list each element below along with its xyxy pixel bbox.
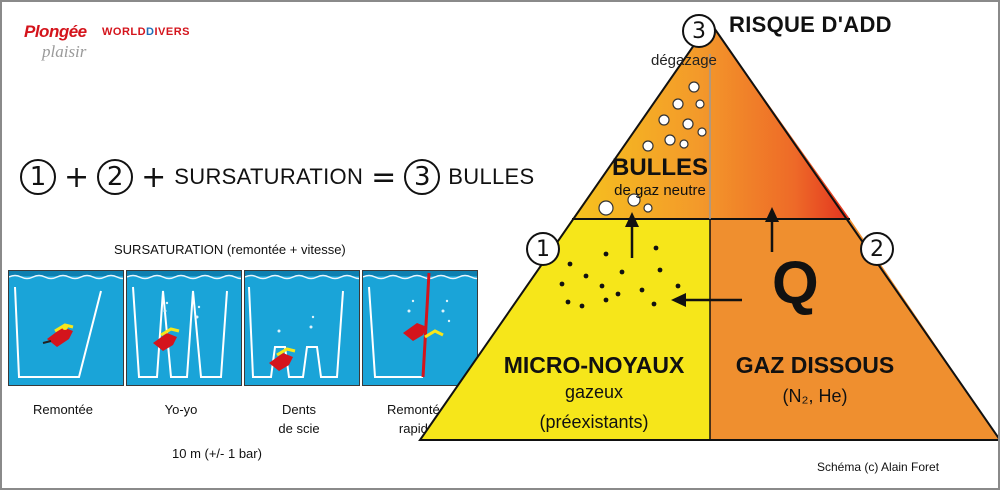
profile-panel-remontee-rapide [362, 270, 478, 386]
equation-circle-3: 3 [404, 159, 441, 195]
pyramid-title: RISQUE D'ADD [729, 12, 892, 37]
micro-noyaux-title: MICRO-NOYAUX [503, 352, 685, 378]
bulles-subtitle: de gaz neutre [614, 182, 706, 199]
profile-label-yoyo: Yo-yo [164, 402, 198, 417]
equation-term-sursaturation: SURSATURATION [174, 164, 364, 189]
equation-circle-2: 2 [97, 159, 134, 195]
q-label: Q [772, 249, 819, 316]
profile-panel-dents-de-scie [244, 270, 360, 386]
degazage-label: dégazage [651, 52, 717, 69]
arrows [625, 207, 779, 307]
credit: Schéma (c) Alain Foret [817, 460, 940, 474]
profile-panel-yoyo [126, 270, 242, 386]
gaz-dissous-title: GAZ DISSOUS [735, 352, 895, 378]
equation-result: BULLES [448, 164, 535, 189]
pyramid-left-micronoyaux-zone [420, 219, 710, 440]
profile-label-dents-de-scie: Dents de scie [244, 400, 354, 438]
gaz-dissous-sub: (N₂, He) [782, 386, 848, 406]
bubbles-icon [598, 81, 707, 216]
profile-panel-remontee [8, 270, 124, 386]
micro-noyaux-sub1: gazeux [564, 382, 624, 402]
equation-circle-1: 1 [20, 159, 56, 195]
equation-equals: = [371, 159, 397, 195]
brand-logo-plaisir: plaisir [42, 42, 87, 61]
profile-label-dents-de-scie-line2: de scie [278, 421, 320, 436]
pyramid-number-1: 1 [526, 232, 560, 266]
equation-plus-1: + [64, 159, 90, 195]
micro-nuclei-dots [559, 245, 681, 309]
bulles-title: BULLES [612, 154, 708, 181]
micro-noyaux-sub2: (préexistants) [539, 412, 649, 432]
diver-icon [269, 347, 296, 371]
diver-icon [403, 323, 444, 341]
brand-logo-worldivers-part1: WORLD [102, 26, 147, 38]
brand-logo-worldivers-d: D [146, 26, 155, 38]
brand-logo-worldivers-part2: IVERS [154, 26, 191, 38]
equation: 1 + 2 + SURSATURATION = 3 BULLES [20, 156, 534, 198]
pyramid-number-3: 3 [682, 14, 716, 48]
diver-icon [153, 327, 180, 351]
pyramid-top-bulles-zone [572, 22, 850, 219]
pyramid-number-2: 2 [860, 232, 894, 266]
pyramid-right-gaz-dissous-zone [710, 219, 998, 440]
brand-logo-worldivers: WORLDDIVERS [102, 26, 190, 38]
profile-label-dents-de-scie-line1: Dents [282, 402, 316, 417]
diver-icon [42, 323, 74, 347]
saturation-title: SURSATURATION (remontée + vitesse) [114, 242, 346, 257]
equation-plus-2: + [141, 159, 167, 195]
depth-note: 10 m (+/- 1 bar) [172, 446, 262, 461]
brand-logo-plongee: Plongée [24, 22, 87, 41]
profile-label-remontee-rapide-line1: Remontée [387, 402, 447, 417]
profile-label-remontee: Remontée [33, 402, 93, 417]
